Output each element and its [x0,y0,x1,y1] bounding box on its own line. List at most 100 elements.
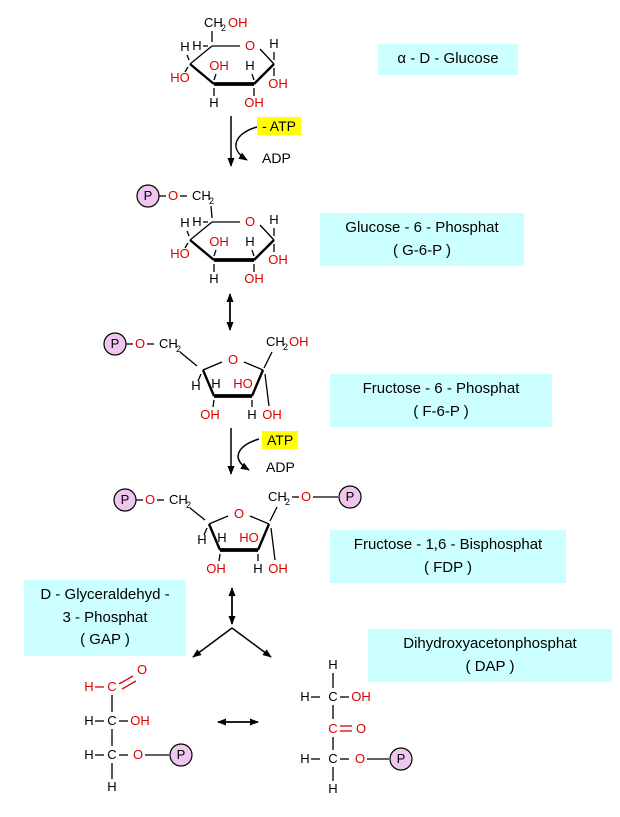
atom-c: C [328,721,337,736]
label-line: Fructose - 1,6 - Bisphosphat [353,536,543,553]
atp-text: - ATP [262,118,296,134]
atom-c: C [107,679,116,694]
atom-o: O [356,721,366,736]
atom-h: H [300,751,309,766]
atom-oh: OH [200,407,220,422]
phosphate-circle [338,485,362,509]
atom-oh: OH [244,271,264,286]
gap-structure: H C O H C OH H C O P H [84,662,193,794]
atom-oh: OH [268,76,288,91]
label-line: α - D - Glucose [397,50,499,67]
atom-h: H [84,713,93,728]
atom-c: C [107,747,116,762]
phosphate-symbol: P [144,188,153,203]
atp-adp-curve-2 [237,438,260,471]
atom-c: C [107,713,116,728]
phosphate-symbol: P [346,489,355,504]
phosphate-circle [389,747,413,771]
atom-ch: CH [204,15,223,30]
atom-h: H [209,271,218,286]
atom-ch: CH [192,188,211,203]
label-alpha-d-glucose: α - D - Glucose [378,44,518,75]
atom-oh: OH [209,58,229,73]
atom-h: H [245,234,254,249]
atom-h: H [84,679,93,694]
atom-oh: OH [289,334,309,349]
atp-label-1: - ATP [257,117,301,135]
atom-o: O [355,751,365,766]
atom-c: C [328,689,337,704]
atom-h: H [211,376,220,391]
label-line: ( F-6-P ) [413,402,469,420]
atom-sub2: 2 [209,196,214,206]
atom-sub2: 2 [221,23,226,33]
atom-o: O [137,662,147,677]
atom-h: H [107,779,116,794]
atom-h: H [180,39,189,54]
atom-h: H [245,58,254,73]
phosphate-symbol: P [397,751,406,766]
atom-oh: OH [262,407,282,422]
atom-h: H [84,747,93,762]
atom-ho: HO [239,530,259,545]
atom-o: O [135,336,145,351]
atom-h: H [247,407,256,422]
fdp-structure: P O CH 2 O CH 2 O P H H HO OH [113,485,362,576]
label-line: ( G-6-P ) [392,241,452,259]
atom-ch: CH [268,489,287,504]
atom-h: H [269,212,278,227]
atom-oh: OH [268,252,288,267]
ring-oxygen: O [228,352,238,367]
label-line: ( DAP ) [465,657,515,675]
atom-h: H [328,657,337,672]
atom-oh: OH [206,561,226,576]
adp-text: ADP [266,459,295,475]
f6p-structure: P O CH 2 O CH 2 OH H H HO OH H [103,332,309,422]
atom-h: H [253,561,262,576]
atom-h: H [192,214,201,229]
atp-label-2: ATP [262,431,299,449]
label-g6p: Glucose - 6 - Phosphat ( G-6-P ) [320,213,524,266]
dap-structure: H H C OH C O H C O P H [300,657,413,796]
atom-ho: HO [233,376,253,391]
atom-h: H [191,378,200,393]
atom-oh: OH [351,689,371,704]
label-f6p: Fructose - 6 - Phosphat ( F-6-P ) [330,374,552,427]
phosphate-symbol: P [121,492,130,507]
atom-oh: OH [130,713,150,728]
atom-ch: CH [169,492,188,507]
g6p-structure: P O CH 2 O H H HO OH H H [136,184,288,286]
atom-oh: OH [244,95,264,110]
phosphate-symbol: P [177,747,186,762]
atom-sub2: 2 [176,344,181,354]
atom-c: C [328,751,337,766]
label-line: Dihydroxyacetonphosphat [403,635,577,652]
atom-ch: CH [266,334,285,349]
atom-h: H [192,38,201,53]
glucose-structure: CH 2 OH O H H HO OH H H OH H [170,15,288,110]
atom-h: H [197,532,206,547]
atom-h: H [328,781,337,796]
phosphate-symbol: P [111,336,120,351]
split-arrow-left [192,627,233,658]
atp-adp-curve-1 [235,126,258,161]
atom-h: H [217,530,226,545]
atom-oh: OH [209,234,229,249]
ring-oxygen: O [234,506,244,521]
label-dap: Dihydroxyacetonphosphat ( DAP ) [368,629,612,682]
label-gap: D - Glyceraldehyd - 3 - Phosphat ( GAP ) [24,580,186,656]
atom-ho: HO [170,70,190,85]
atp-text: ATP [267,432,294,448]
ring-oxygen: O [245,214,255,229]
label-line: D - Glyceraldehyd - [40,586,170,603]
split-arrow-right [231,627,272,658]
atom-o: O [301,489,311,504]
adp-label-1: ADP [262,150,291,166]
atom-h: H [209,95,218,110]
adp-text: ADP [262,150,291,166]
atom-h: H [180,215,189,230]
reaction-arrows [192,116,272,726]
atom-o: O [133,747,143,762]
label-line: Glucose - 6 - Phosphat [345,219,499,236]
